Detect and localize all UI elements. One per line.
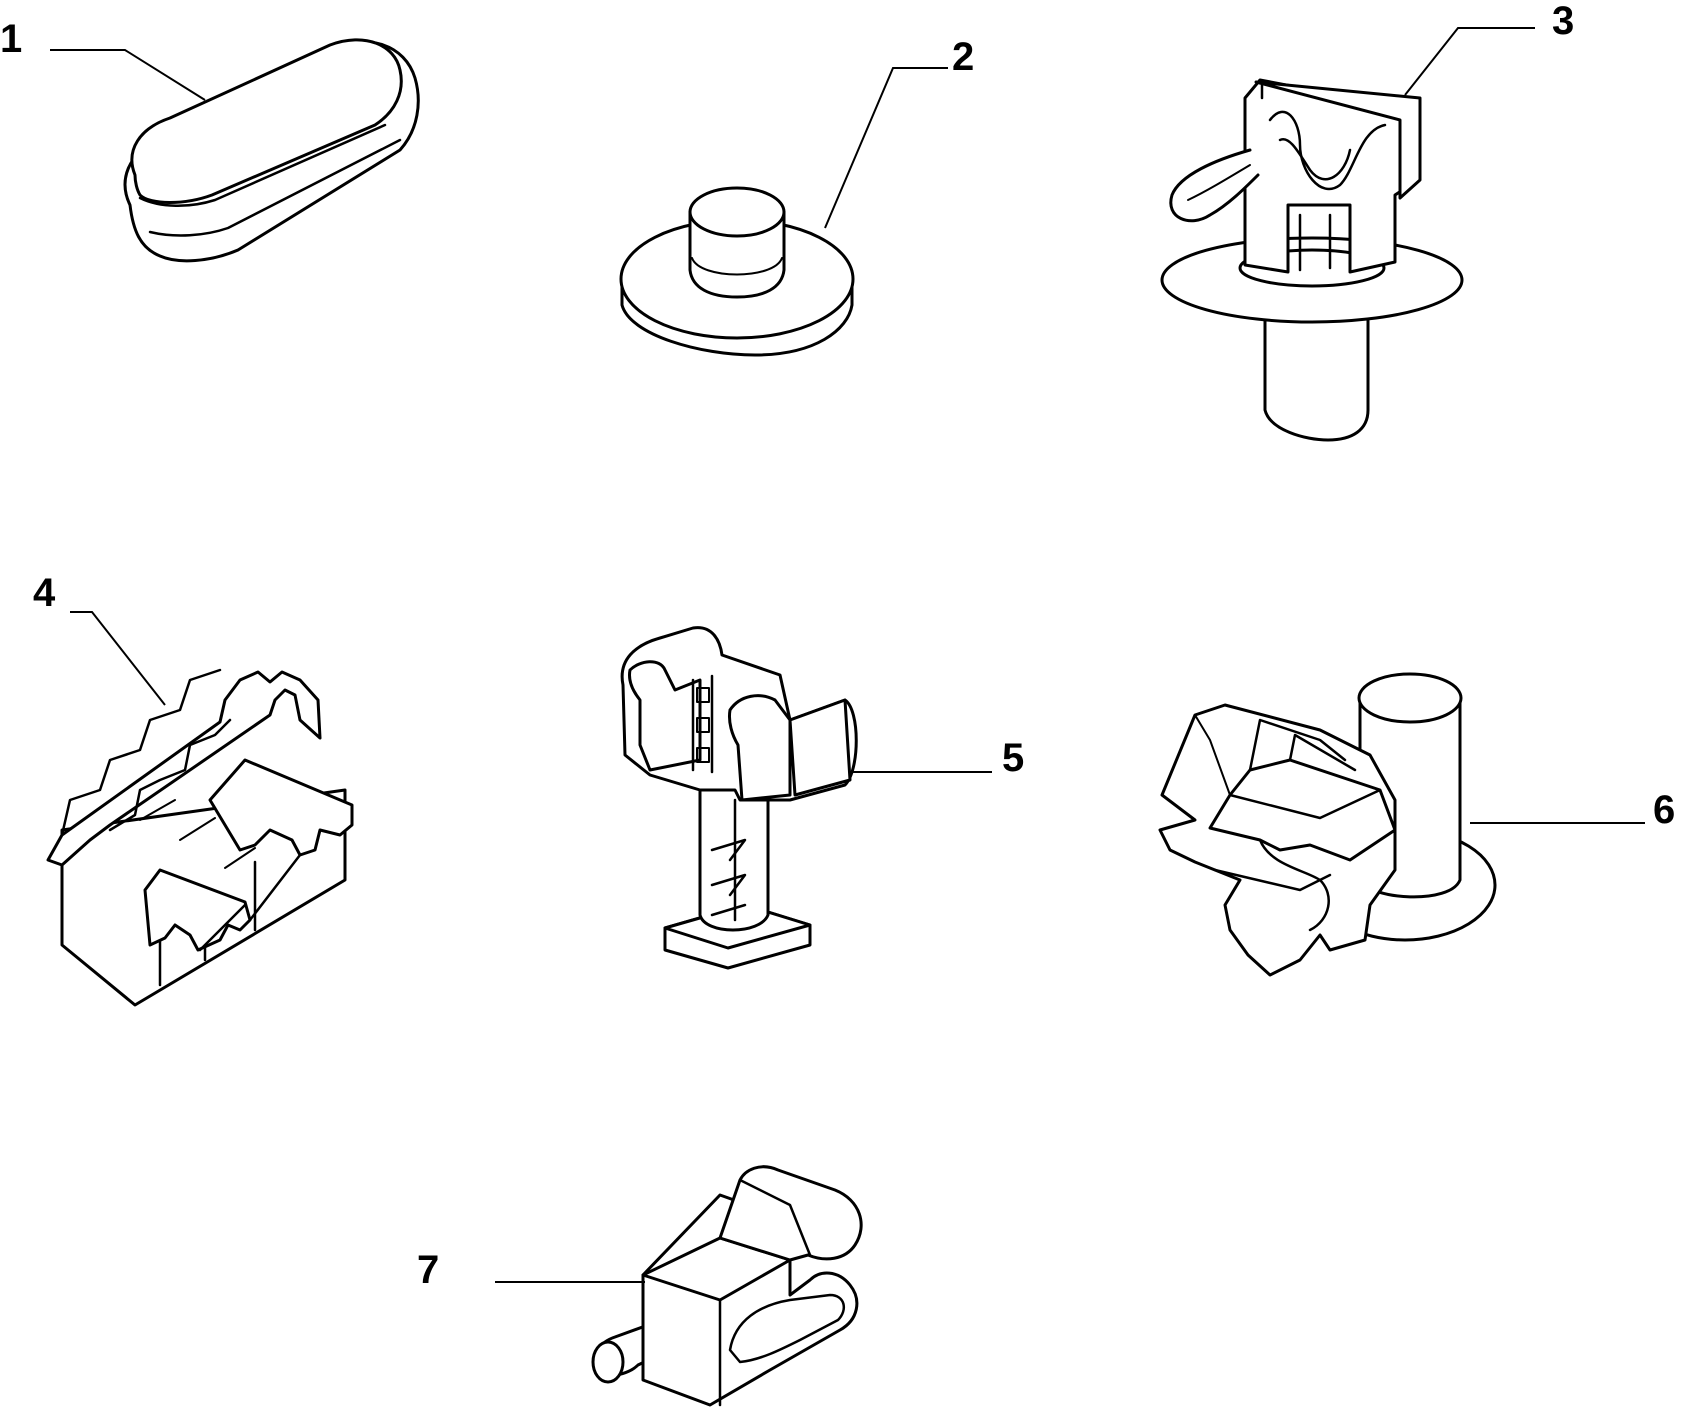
callout-2: 2	[824, 35, 974, 229]
leader-line-4	[70, 611, 166, 706]
callout-1-label: 1	[0, 17, 22, 61]
leader-line-2	[824, 67, 948, 229]
callout-5: 5	[850, 736, 1024, 780]
callout-7: 7	[417, 1248, 645, 1292]
callout-6: 6	[1470, 788, 1675, 832]
callout-2-label: 2	[952, 35, 974, 79]
callout-3-label: 3	[1552, 0, 1574, 43]
callout-3: 3	[1404, 0, 1574, 96]
callout-4-label: 4	[33, 571, 56, 615]
part-1-oval-plug	[123, 38, 420, 263]
part-7-p-clip	[591, 1165, 863, 1407]
callout-4: 4	[33, 571, 166, 706]
callout-6-label: 6	[1653, 788, 1675, 832]
part-3-push-clip	[1160, 78, 1464, 442]
leader-line-1	[50, 49, 206, 101]
leader-line-3	[1404, 27, 1535, 96]
part-5-pipe-holder	[620, 626, 858, 970]
callout-5-label: 5	[1002, 736, 1024, 780]
part-6-cylinder-clip	[1158, 672, 1497, 977]
part-4-pipe-clip	[46, 668, 354, 1007]
callout-1: 1	[0, 17, 206, 101]
callout-7-label: 7	[417, 1248, 439, 1292]
part-2-button-washer	[619, 186, 855, 357]
